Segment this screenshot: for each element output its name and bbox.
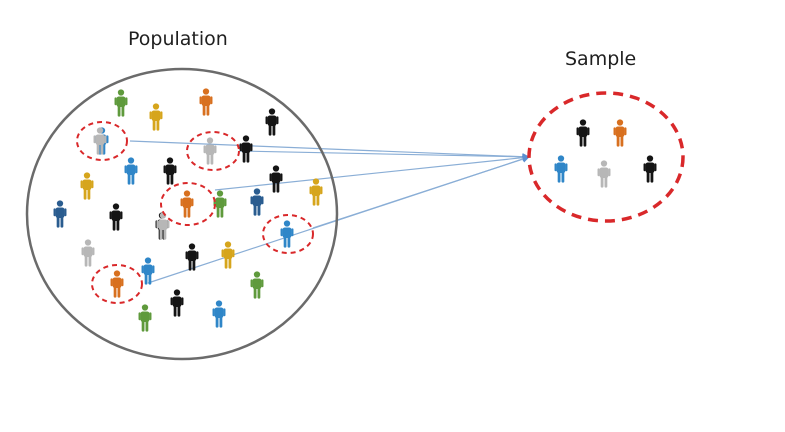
population-label: Population — [128, 28, 228, 50]
population-person-icon — [163, 157, 177, 185]
population-person-icon — [250, 188, 264, 216]
selection-arrow — [239, 150, 530, 161]
population-person-icon — [80, 172, 94, 200]
population-person-icon — [265, 108, 279, 136]
sample-circle — [527, 91, 685, 223]
sample-person-icon — [613, 119, 627, 147]
population-person-icon — [170, 289, 184, 317]
population-person-icon — [110, 270, 124, 298]
selection-arrow — [214, 154, 530, 191]
population-person-icon — [180, 190, 194, 218]
population-person-icon — [269, 165, 283, 193]
sample-person-icon — [576, 119, 590, 147]
population-person-icon — [280, 220, 294, 248]
population-person-icon — [221, 241, 235, 269]
selection-arrow — [129, 140, 530, 161]
sample-person-icon — [643, 155, 657, 183]
sample-people — [554, 119, 657, 188]
population-person-icon — [81, 239, 95, 267]
sample-label: Sample — [565, 48, 637, 70]
population-person-icon — [309, 178, 323, 206]
population-person-icon — [53, 200, 67, 228]
population-person-icon — [114, 89, 128, 117]
selection-ring — [160, 182, 216, 226]
population-person-icon — [212, 300, 226, 328]
selection-arrows — [129, 140, 530, 284]
population-circle — [25, 67, 339, 361]
selection-arrow — [147, 155, 530, 284]
population-person-icon — [239, 135, 253, 163]
population-person-icon — [124, 157, 138, 185]
selection-ring — [76, 121, 128, 161]
population-person-icon — [250, 271, 264, 299]
population-person-icon — [149, 103, 163, 131]
population-person-icon — [199, 88, 213, 116]
population-person-icon — [109, 203, 123, 231]
population-people — [53, 88, 323, 332]
population-person-icon — [138, 304, 152, 332]
population-person-icon — [203, 137, 217, 165]
selection-rings — [76, 121, 314, 304]
sample-person-icon — [597, 160, 611, 188]
population-person-icon — [213, 190, 227, 218]
selection-ring — [186, 131, 240, 171]
selection-ring — [91, 264, 143, 304]
sample-person-icon — [554, 155, 568, 183]
population-person-icon — [141, 257, 155, 285]
selection-ring — [262, 214, 314, 254]
